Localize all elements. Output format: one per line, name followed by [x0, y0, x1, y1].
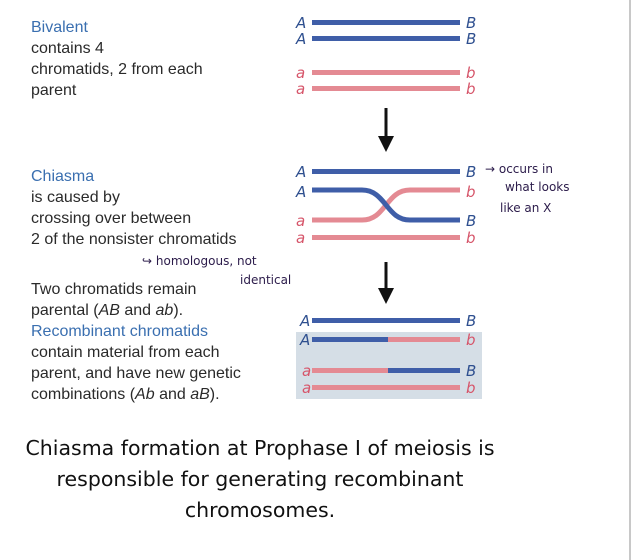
down-arrow-icon	[378, 108, 394, 152]
chromatid-red	[312, 368, 388, 373]
bivalent-diagram: A A a a B B b b	[295, 14, 476, 98]
chromatid-blue	[312, 36, 460, 41]
allele-label: a	[296, 64, 305, 82]
chiasma-heading: Chiasma	[31, 168, 95, 185]
allele-label: b	[466, 229, 476, 247]
panel2-line: 2 of the nonsister chromatids	[31, 231, 237, 248]
panel1-line: contains 4	[31, 40, 104, 57]
allele-label: B	[466, 312, 476, 330]
chromatid-red	[312, 235, 460, 240]
note-line: identical	[240, 273, 291, 287]
homologous-note: ↪ homologous, not identical	[142, 254, 291, 287]
chromatid-red	[388, 337, 460, 342]
allele-label: b	[466, 183, 476, 201]
parental-line: Two chromatids remain	[31, 281, 197, 298]
allele-label: B	[466, 212, 476, 230]
parental-line: parental (AB and ab).	[31, 302, 184, 319]
allele-label: b	[466, 331, 476, 349]
allele-label: A	[295, 30, 306, 48]
note-line: ↪ homologous, not	[142, 254, 257, 268]
panel1-text: Bivalent contains 4 chromatids, 2 from e…	[31, 17, 203, 101]
annotation-line: like an X	[500, 201, 551, 215]
panel2-line: is caused by	[31, 189, 120, 206]
chromatid-blue	[312, 318, 460, 323]
panel2-text: Chiasma is caused by crossing over betwe…	[31, 166, 236, 250]
allele-label: A	[299, 312, 310, 330]
annotation-line: → occurs in	[485, 162, 553, 176]
panel2-line: crossing over between	[31, 210, 192, 227]
bivalent-heading: Bivalent	[31, 19, 88, 36]
chromatid-blue	[388, 368, 460, 373]
allele-label: A	[295, 163, 306, 181]
chromatid-red	[312, 86, 460, 91]
allele-label: B	[466, 14, 476, 32]
allele-label: A	[299, 331, 310, 349]
chromatid-red	[312, 70, 460, 75]
allele-label: B	[466, 30, 476, 48]
down-arrow-icon	[378, 262, 394, 304]
allele-label: A	[295, 183, 306, 201]
panel1-line: parent	[31, 82, 77, 99]
recombinant-diagram: A A a a B b B b	[296, 312, 482, 399]
allele-label: a	[302, 362, 311, 380]
chromatid-blue	[312, 337, 388, 342]
allele-label: A	[295, 14, 306, 32]
panel3-text: Two chromatids remain parental (AB and a…	[31, 279, 241, 405]
allele-label: a	[296, 80, 305, 98]
allele-label: a	[296, 229, 305, 247]
allele-label: B	[466, 362, 476, 380]
panel3-line: combinations (Ab and aB).	[31, 386, 220, 403]
caption-line: responsible for generating recombinant	[56, 467, 464, 491]
figure-caption: Chiasma formation at Prophase I of meios…	[0, 433, 520, 526]
panel1-line: chromatids, 2 from each	[31, 61, 203, 78]
allele-label: a	[302, 379, 311, 397]
caption-line: Chiasma formation at Prophase I of meios…	[25, 436, 495, 460]
allele-label: b	[466, 64, 476, 82]
annotation-line: what looks	[505, 180, 570, 194]
chromatid-blue	[312, 169, 460, 174]
panel3-line: parent, and have new genetic	[31, 365, 241, 382]
panel3-line: contain material from each	[31, 344, 220, 361]
allele-label: b	[466, 80, 476, 98]
caption-line: chromosomes.	[184, 498, 336, 522]
chiasma-diagram: A A a a B b B b	[295, 163, 476, 247]
crossover-chromatid-blue	[312, 187, 460, 223]
allele-label: B	[466, 163, 476, 181]
handwritten-annotation: → occurs in what looks like an X	[485, 162, 570, 215]
chromatid-blue	[312, 20, 460, 25]
allele-label: b	[466, 379, 476, 397]
allele-label: a	[296, 212, 305, 230]
recombinant-heading: Recombinant chromatids	[31, 323, 208, 340]
chromatid-red	[312, 385, 460, 390]
